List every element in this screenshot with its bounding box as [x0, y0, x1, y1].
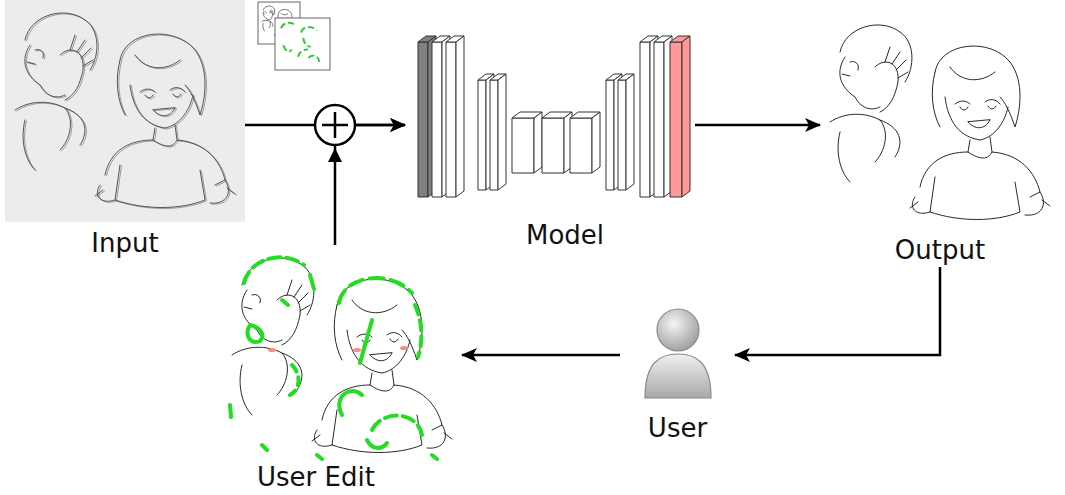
node-label: Model: [526, 220, 604, 250]
flow-arrow: [735, 267, 940, 355]
output-lineart: [820, 15, 1060, 228]
model-network: [418, 36, 690, 197]
blush-marks: [268, 346, 408, 352]
flow-arrow: [695, 124, 820, 127]
user-icon: [645, 309, 711, 398]
input-sketch: [5, 0, 245, 222]
input-node: Input: [5, 0, 245, 258]
node-label: Input: [91, 228, 158, 258]
junction-arrowhead: [328, 148, 342, 162]
node-label: User: [648, 413, 707, 443]
output-node: Output: [820, 10, 1060, 265]
node-label: User Edit: [257, 462, 375, 492]
plus-sign: [322, 112, 348, 138]
flow-arrow: [462, 354, 620, 357]
node-label: Output: [895, 235, 985, 265]
user-edit-node: User Edit: [222, 245, 462, 492]
user-edit-lineart: [222, 245, 462, 462]
user-node: User: [620, 305, 735, 443]
input-thumbnails: [258, 2, 330, 70]
green-strokes: [230, 257, 437, 459]
plus-circle: [315, 105, 355, 145]
model-node: Model: [405, 30, 695, 250]
